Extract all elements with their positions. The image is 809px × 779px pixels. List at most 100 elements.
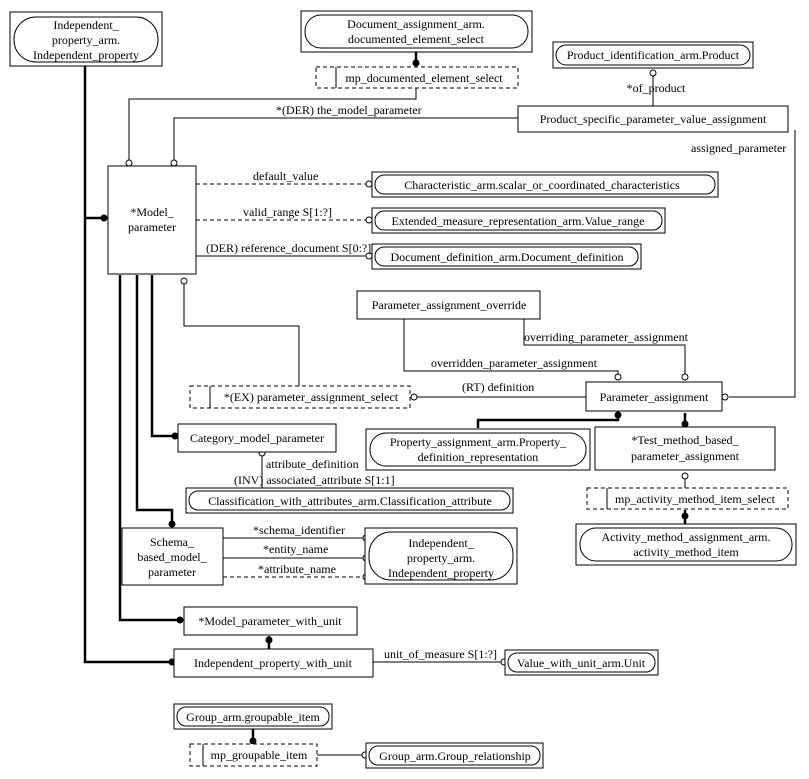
overridden-label: overridden_parameter_assignment bbox=[431, 356, 598, 370]
sbmp-line-2: based_model_ bbox=[137, 550, 207, 564]
mpwu-label: *Model_parameter_with_unit bbox=[198, 614, 342, 628]
reference-document-label: (DER) reference_document S[0:?] bbox=[206, 241, 371, 255]
pa-box[interactable]: Parameter_assignment bbox=[585, 381, 723, 412]
pa-subtype-line-1 bbox=[476, 413, 620, 428]
doc-elem-ref-box[interactable]: Document_assignment_arm. documented_elem… bbox=[300, 10, 533, 53]
pspva-box[interactable]: Product_specific_parameter_value_assignm… bbox=[517, 105, 789, 133]
pao-label: Parameter_assignment_override bbox=[372, 298, 527, 312]
of-product-label: *of_product bbox=[627, 81, 686, 95]
ip-ref-line-1: Independent_ bbox=[53, 18, 119, 32]
gi-ref-box[interactable]: Group_arm.groupable_item bbox=[173, 703, 333, 730]
end-dot bbox=[681, 512, 689, 520]
ipwu-box[interactable]: Independent_property_with_unit bbox=[173, 648, 374, 678]
docdef-ref-box[interactable]: Document_definition_arm.Document_definit… bbox=[371, 243, 642, 270]
mp-subtype-sbmp-line bbox=[135, 275, 174, 526]
cmp-label: Category_model_parameter bbox=[190, 431, 324, 445]
ip-ref2-line-3: Independent_property bbox=[388, 566, 494, 580]
tmbpa-box[interactable]: *Test_method_based_ parameter_assignment bbox=[594, 426, 776, 471]
definition-label: (RT) definition bbox=[462, 380, 534, 394]
mp-ami-label: mp_activity_method_item_select bbox=[615, 492, 776, 506]
end-dot bbox=[171, 432, 179, 440]
end-circle bbox=[410, 393, 418, 401]
overridden-line bbox=[403, 319, 619, 379]
ip-ref-box[interactable]: Independent_ property_arm. Independent_p… bbox=[9, 11, 163, 67]
pao-box[interactable]: Parameter_assignment_override bbox=[356, 290, 541, 320]
end-circle bbox=[365, 180, 373, 188]
pa-label: Parameter_assignment bbox=[600, 390, 709, 404]
mp-ami-box[interactable]: mp_activity_method_item_select bbox=[586, 487, 789, 510]
default-value-label: default_value bbox=[253, 169, 318, 183]
ip-subtype-line bbox=[83, 64, 170, 664]
ami-ref-line-1: Activity_method_assignment_arm. bbox=[602, 530, 771, 544]
schema-identifier-label: *schema_identifier bbox=[253, 523, 345, 537]
mp-doc-elem-line bbox=[128, 88, 417, 160]
ip-ref2-box[interactable]: Independent_ property_arm. Independent_p… bbox=[364, 527, 518, 585]
ipwu-label: Independent_property_with_unit bbox=[194, 656, 353, 670]
mp-subtype-mpwu-line bbox=[118, 275, 178, 622]
vwu-ref-label: Value_with_unit_arm.Unit bbox=[517, 656, 646, 670]
end-dot bbox=[176, 616, 184, 624]
char-ref-box[interactable]: Characteristic_arm.scalar_or_coordinated… bbox=[371, 171, 719, 198]
valid-range-label: valid_range S[1:?] bbox=[243, 205, 332, 219]
assigned-parameter-label: assigned_parameter bbox=[691, 141, 786, 155]
ami-ref-box[interactable]: Activity_method_assignment_arm. activity… bbox=[575, 523, 797, 566]
attribute-definition-label: attribute_definition bbox=[266, 457, 359, 471]
end-dot bbox=[681, 420, 689, 428]
end-circle bbox=[649, 69, 657, 77]
cmp-box[interactable]: Category_model_parameter bbox=[177, 423, 337, 453]
ip-ref2-line-1: Independent_ bbox=[408, 536, 474, 550]
gi-ref-label: Group_arm.groupable_item bbox=[186, 710, 320, 724]
pa-pdr-ref-line-1: Property_assignment_arm.Property_ bbox=[390, 435, 567, 449]
mp-gi-label: mp_groupable_item bbox=[211, 748, 308, 762]
char-ref-label: Characteristic_arm.scalar_or_coordinated… bbox=[404, 178, 680, 192]
end-circle bbox=[365, 216, 373, 224]
end-dot bbox=[412, 59, 420, 67]
emr-ref-label: Extended_measure_representation_arm.Valu… bbox=[392, 214, 645, 228]
end-dot bbox=[168, 520, 176, 528]
mp-subtype-cmp-line bbox=[150, 275, 175, 438]
ip-ref2-line-2: property_arm. bbox=[407, 551, 475, 565]
end-dot bbox=[249, 737, 257, 745]
assigned-parameter-line bbox=[729, 130, 796, 398]
end-dot bbox=[100, 214, 108, 222]
pa-pdr-ref-box[interactable]: Property_assignment_arm.Property_ defini… bbox=[365, 428, 591, 471]
cwa-ref-box[interactable]: Classification_with_attributes_arm.Class… bbox=[185, 487, 514, 514]
pa-pdr-ref-line-2: definition_representation bbox=[418, 450, 539, 464]
end-dot bbox=[614, 411, 622, 419]
doc-elem-ref-line-2: documented_element_select bbox=[348, 32, 485, 46]
emr-ref-box[interactable]: Extended_measure_representation_arm.Valu… bbox=[371, 207, 666, 234]
sbmp-box[interactable]: Schema_ based_model_ parameter bbox=[121, 527, 224, 586]
unit-of-measure-label: unit_of_measure S[1:?] bbox=[384, 647, 497, 661]
attribute-name-label: *attribute_name bbox=[258, 562, 336, 576]
mp-doc-elem-box[interactable]: mp_documented_element_select bbox=[315, 66, 519, 89]
pas-box[interactable]: *(EX) parameter_assignment_select bbox=[189, 385, 411, 409]
end-circle bbox=[125, 159, 133, 167]
overriding-label: overriding_parameter_assignment bbox=[524, 330, 689, 344]
entity-name-label: *entity_name bbox=[263, 542, 328, 556]
the-model-parameter-line bbox=[173, 117, 518, 160]
product-ref-label: Product_identification_arm.Product bbox=[567, 48, 740, 62]
doc-elem-ref-line-1: Document_assignment_arm. bbox=[347, 17, 485, 31]
vwu-ref-box[interactable]: Value_with_unit_arm.Unit bbox=[504, 649, 659, 676]
product-ref-box[interactable]: Product_identification_arm.Product bbox=[552, 41, 754, 69]
mp-doc-elem-label: mp_documented_element_select bbox=[345, 71, 503, 85]
end-circle bbox=[721, 393, 729, 401]
pas-label: *(EX) parameter_assignment_select bbox=[224, 390, 399, 404]
end-circle bbox=[614, 373, 622, 381]
sbmp-line-1: Schema_ bbox=[150, 535, 195, 549]
model-parameter-box[interactable]: *Model_ parameter bbox=[107, 165, 197, 275]
end-circle bbox=[681, 472, 689, 480]
cwa-ref-label: Classification_with_attributes_arm.Class… bbox=[208, 494, 492, 508]
mpwu-box[interactable]: *Model_parameter_with_unit bbox=[183, 606, 358, 636]
ami-ref-line-2: activity_method_item bbox=[633, 545, 739, 559]
ip-ref-line-3: Independent_property bbox=[33, 48, 139, 62]
end-circle bbox=[681, 373, 689, 381]
sbmp-line-3: parameter bbox=[148, 565, 196, 579]
gr-ref-box[interactable]: Group_arm.Group_relationship bbox=[365, 742, 544, 769]
pspva-label: Product_specific_parameter_value_assignm… bbox=[540, 112, 767, 126]
mp-gi-box[interactable]: mp_groupable_item bbox=[189, 743, 318, 767]
the-model-parameter-label: *(DER) the_model_parameter bbox=[276, 103, 422, 117]
end-dot bbox=[265, 636, 273, 644]
associated-attribute-label: (INV) associated_attribute S[1:1] bbox=[234, 473, 395, 487]
